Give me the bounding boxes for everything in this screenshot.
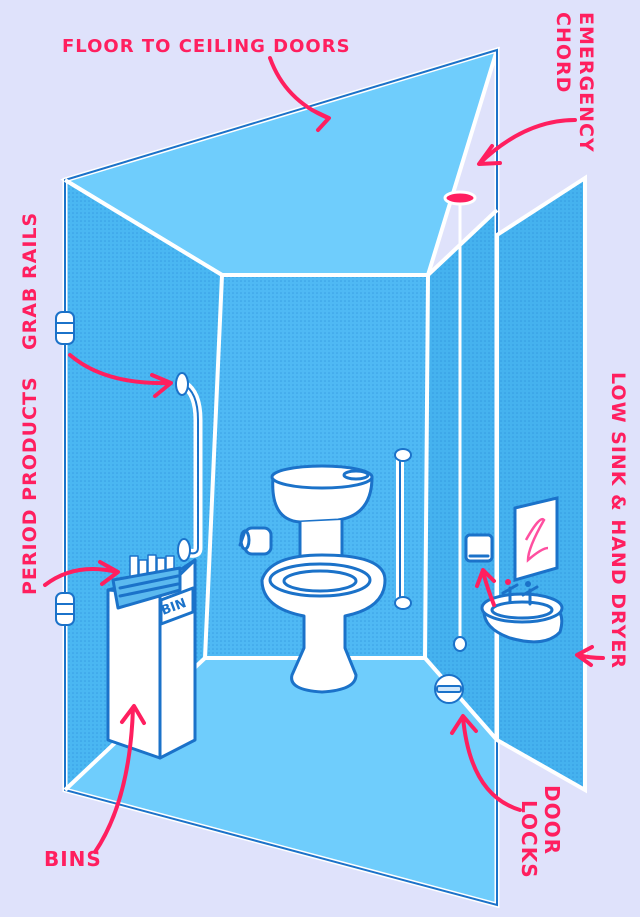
- door-locks-arrow: [450, 714, 522, 812]
- sink-arrow: [575, 645, 605, 667]
- door-lock[interactable]: [434, 674, 464, 704]
- grab-rails-arrow: [68, 353, 173, 398]
- floor-doors-arrow: [268, 56, 331, 132]
- emergency-cord-label-line1: EMERGENCY: [575, 12, 597, 153]
- toilet: [260, 464, 387, 694]
- emergency-cord-label-line2: CHORD: [552, 12, 574, 93]
- dryer-arrow: [475, 568, 496, 607]
- hand-dryer: [464, 533, 494, 563]
- grab-rail-left: [175, 372, 203, 562]
- emergency-cord[interactable]: [443, 190, 477, 652]
- floor-to-ceiling-doors-label: FLOOR TO CEILING DOORS: [62, 36, 351, 57]
- grab-rails-label: GRAB RAILS: [19, 212, 41, 350]
- bins-arrow: [93, 704, 146, 854]
- bins-label: BINS: [44, 847, 102, 871]
- door-hinge-bottom: [55, 592, 75, 626]
- period-products-label: PERIOD PRODUCTS: [19, 376, 41, 595]
- grab-rail-right: [394, 448, 412, 610]
- door-locks-label-line1: DOOR: [540, 785, 564, 855]
- period-products-basket: [111, 554, 182, 610]
- period-products-arrow: [43, 560, 120, 587]
- low-sink: [480, 579, 564, 644]
- emergency-cord-arrow: [477, 118, 577, 166]
- door-hinge-top: [55, 311, 75, 345]
- mirror: [513, 496, 559, 582]
- door-locks-label-line2: LOCKS: [517, 800, 541, 879]
- toilet-roll-holder: [238, 526, 273, 556]
- low-sink-hand-dryer-label: LOW SINK & HAND DRYER: [607, 372, 629, 669]
